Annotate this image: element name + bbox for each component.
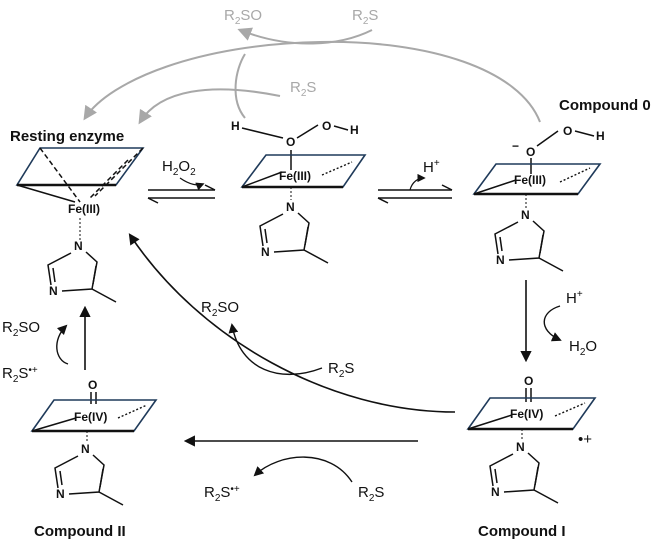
svg-text:O: O: [563, 124, 572, 138]
r2s-middle-label: R2S: [290, 79, 316, 99]
resting-enzyme-title: Resting enzyme: [10, 128, 124, 145]
r2s-radical-left-label: R2S•+: [2, 365, 38, 385]
equilibrium-arrows-2: H+: [377, 158, 453, 204]
r2so-left-label: R2SO: [2, 319, 40, 339]
svg-text:H: H: [231, 119, 240, 133]
imidazole-ring-middle: N N: [259, 200, 329, 264]
imidazole-ring-resting: N N: [47, 239, 117, 303]
svg-text:N: N: [516, 440, 525, 454]
svg-text:N: N: [81, 442, 90, 456]
h-plus-label-2: H+: [566, 289, 583, 307]
compound-1-complex: O Fe(IV) •+ N N Compound I: [466, 374, 597, 540]
compound-0-complex: Compound 0 − O O H Fe(III) N N: [472, 97, 651, 272]
svg-text:O: O: [526, 145, 535, 159]
svg-text:H: H: [350, 123, 359, 137]
r2s-middle-right-label: R2S: [328, 360, 354, 380]
compound-1-title: Compound I: [478, 523, 565, 540]
fe-iv-compound-1: Fe(IV): [510, 407, 543, 421]
fe3-hydroperoxo-complex: H O O H Fe(III) N N: [231, 119, 367, 264]
fe3ooh-to-r2so-arrow: [234, 53, 246, 119]
compound1-to-compound2-step: R2S R2S•+: [183, 435, 418, 504]
fe-iii-hydroperoxo: Fe(III): [279, 169, 311, 183]
svg-text:N: N: [286, 200, 295, 214]
h2o-label: H2O: [569, 338, 597, 358]
svg-text:N: N: [496, 253, 505, 267]
resting-enzyme-complex: Resting enzyme Fe(III) N N: [10, 128, 145, 303]
r2so-top-label: R2SO: [224, 7, 262, 27]
svg-text:N: N: [521, 208, 530, 222]
r2s-to-resting-arrow: [138, 88, 281, 125]
h-plus-label-1: H+: [423, 158, 440, 176]
r2s-bottom-right-label: R2S: [358, 484, 384, 504]
compound0-to-compound1-step: H+ H2O: [520, 280, 597, 363]
imidazole-ring-compound-0: N N: [494, 208, 564, 272]
svg-text:N: N: [56, 487, 65, 501]
r2so-middle-label: R2SO: [201, 299, 239, 319]
svg-text:O: O: [524, 374, 533, 388]
compound2-to-resting-step: R2SO R2S•+: [2, 305, 91, 385]
svg-text:N: N: [74, 239, 83, 253]
h2o2-label: H2O2: [162, 158, 196, 178]
compound-0-title: Compound 0: [559, 97, 651, 114]
r2s-top-label: R2S: [352, 7, 378, 27]
compound-2-title: Compound II: [34, 523, 126, 540]
svg-text:O: O: [88, 378, 97, 392]
imidazole-ring-compound-2: N N: [54, 442, 124, 506]
compound0-to-resting-arrow: [83, 40, 541, 123]
r2s-radical-bottom-label: R2S•+: [204, 484, 240, 504]
svg-text:N: N: [261, 245, 270, 259]
svg-text:O: O: [286, 135, 295, 149]
svg-text:N: N: [49, 284, 58, 298]
r2s-to-r2so-arrow: [237, 27, 373, 45]
compound-2-complex: O Fe(IV) N N Compound II: [30, 378, 158, 540]
sulfoxidation-shunt-top: R2SO R2S R2S: [83, 7, 541, 125]
imidazole-ring-compound-1: N N: [489, 440, 559, 504]
equilibrium-arrows-1: H2O2: [147, 158, 216, 204]
svg-text:N: N: [491, 485, 500, 499]
svg-text:O: O: [322, 119, 331, 133]
svg-text:H: H: [596, 129, 605, 143]
fe-iii-resting: Fe(III): [68, 202, 100, 216]
minus-charge: −: [512, 139, 519, 153]
fe-iv-compound-2: Fe(IV): [74, 410, 107, 424]
compound1-to-resting-step: R2SO R2S: [128, 233, 456, 413]
radical-cation-compound-1: •+: [578, 431, 592, 448]
fe-iii-compound-0: Fe(III): [514, 173, 546, 187]
